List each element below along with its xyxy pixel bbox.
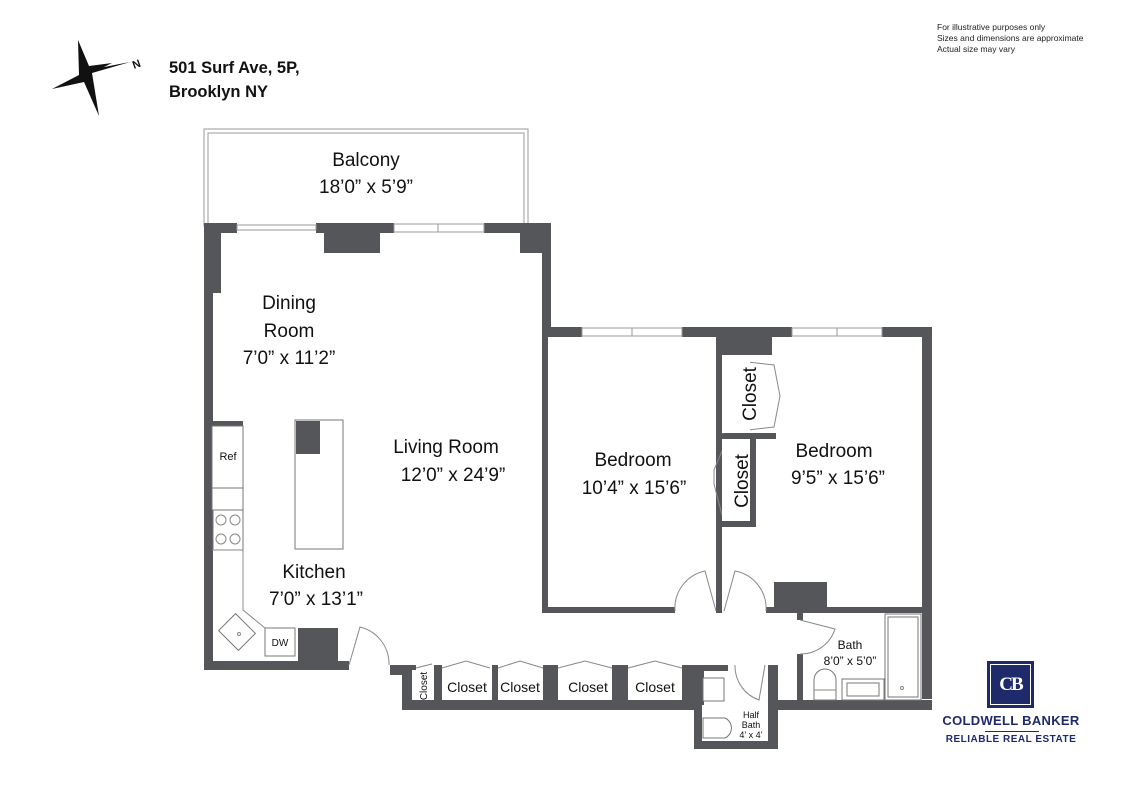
bedroom1-dims: 10’4” x 15’6” — [582, 478, 687, 499]
dining-dims: 7’0” x 11’2” — [243, 348, 336, 369]
property-address: 501 Surf Ave, 5P, Brooklyn NY — [169, 56, 300, 104]
closet-label-small: Closet — [419, 672, 430, 701]
half-bath-toilet-icon — [702, 717, 732, 739]
sink-icon — [217, 612, 257, 652]
compass-icon: N — [52, 40, 143, 116]
windows — [236, 223, 883, 337]
disclaimer-line-2: Sizes and dimensions are approximate — [937, 33, 1084, 43]
doors — [348, 358, 836, 701]
half-bath-name-1: Half — [743, 710, 760, 720]
bedroom1-name: Bedroom — [594, 450, 671, 471]
bath-name: Bath — [838, 638, 863, 652]
compass-north-label: N — [131, 58, 143, 72]
dining-name-1: Dining — [262, 293, 316, 314]
balcony-dims: 18’0” x 5’9” — [319, 177, 413, 198]
ref-label: Ref — [219, 451, 237, 463]
closets — [412, 355, 750, 700]
walls — [204, 223, 932, 749]
closet-label-bed2: Closet — [740, 366, 761, 421]
bath-dims: 8’0” x 5’0” — [824, 654, 877, 668]
balcony-name: Balcony — [332, 150, 400, 171]
brand-divider — [985, 731, 1039, 732]
cb-logo-icon: CB — [990, 664, 1031, 705]
half-bath-name-2: Bath — [742, 720, 761, 730]
disclaimer-line-3: Actual size may vary — [937, 44, 1015, 54]
kitchen-dims: 7’0” x 13’1” — [269, 589, 363, 610]
room-labels: Balcony 18’0” x 5’9” Dining Room 7’0” x … — [219, 150, 885, 740]
dining-name-2: Room — [264, 321, 315, 342]
disclaimer-line-1: For illustrative purposes only — [937, 22, 1046, 32]
brand-name: COLDWELL BANKER — [942, 713, 1080, 728]
dw-label: DW — [272, 638, 289, 649]
half-bath-dims: 4’ x 4’ — [739, 730, 762, 740]
living-dims: 12’0” x 24’9” — [401, 465, 506, 486]
living-name: Living Room — [393, 437, 499, 458]
closet-label-hall-2: Closet — [500, 679, 540, 695]
kitchen-name: Kitchen — [282, 562, 345, 583]
bedroom2-dims: 9’5” x 15’6” — [791, 468, 885, 489]
brand-tagline: RELIABLE REAL ESTATE — [945, 734, 1077, 745]
kitchen-fixtures — [211, 419, 344, 657]
dishwasher — [264, 627, 296, 657]
closet-label-hall-3: Closet — [568, 679, 608, 695]
toilet-icon — [813, 668, 837, 701]
closet-label-hall-1: Closet — [447, 679, 487, 695]
refrigerator — [211, 425, 244, 489]
bedroom2-name: Bedroom — [795, 441, 872, 462]
address-line-2: Brooklyn NY — [169, 83, 269, 101]
bath-fixtures — [702, 613, 922, 739]
address-line-1: 501 Surf Ave, 5P, — [169, 59, 300, 77]
disclaimer: For illustrative purposes only Sizes and… — [937, 22, 1083, 55]
half-bath-sink-icon — [702, 677, 725, 702]
closet-label-bed1: Closet — [732, 453, 753, 508]
coldwell-banker-logo: CB — [987, 661, 1034, 708]
closet-label-hall-4: Closet — [635, 679, 675, 695]
